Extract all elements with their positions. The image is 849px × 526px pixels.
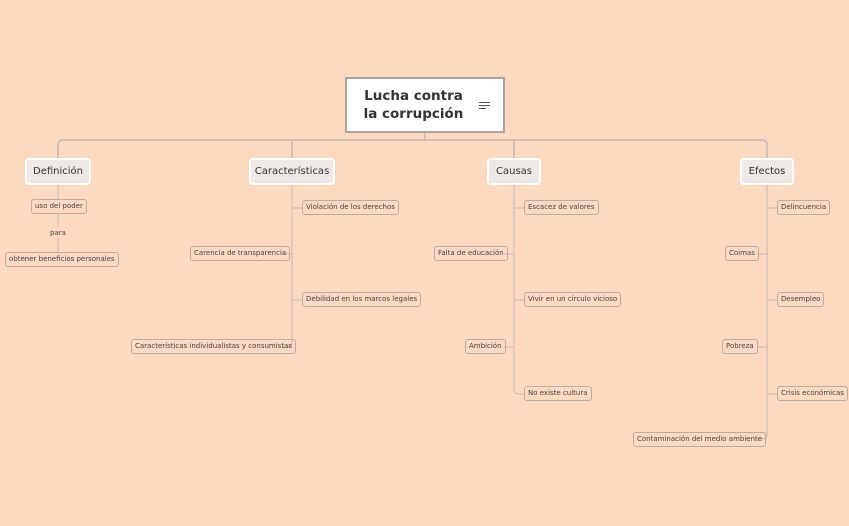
- central-topic[interactable]: Lucha contra la corrupción: [345, 77, 505, 133]
- efectos-item-desempleo[interactable]: Desempleo: [777, 292, 825, 307]
- definicion-item-uso-del-poder[interactable]: uso del poder: [31, 199, 87, 214]
- efectos-item-delincuencia[interactable]: Delincuencia: [777, 200, 831, 215]
- efectos-item-pobreza[interactable]: Pobreza: [722, 339, 758, 354]
- caracteristicas-item-individualistas[interactable]: Características individualistas y consum…: [131, 339, 296, 354]
- efectos-item-crisis-economicas[interactable]: Crisis económicas: [777, 386, 848, 401]
- causas-item-circulo-vicioso[interactable]: Vivir en un círculo vicioso: [524, 292, 622, 307]
- branch-efectos[interactable]: Efectos: [740, 158, 794, 185]
- branch-definicion[interactable]: Definición: [25, 158, 91, 185]
- branch-causas[interactable]: Causas: [487, 158, 541, 185]
- caracteristicas-item-marcos-legales[interactable]: Debilidad en los marcos legales: [302, 292, 422, 307]
- efectos-item-coimas[interactable]: Coimas: [725, 246, 759, 261]
- causas-item-falta-educacion[interactable]: Falta de educación: [434, 246, 508, 261]
- causas-item-no-existe-cultura[interactable]: No existe cultura: [524, 386, 592, 401]
- efectos-item-contaminacion[interactable]: Contaminación del medio ambiente: [633, 432, 767, 447]
- central-topic-title: Lucha contra la corrupción: [363, 88, 464, 122]
- caracteristicas-item-violacion[interactable]: Violación de los derechos: [302, 200, 399, 215]
- branch-caracteristicas[interactable]: Características: [249, 158, 335, 185]
- definicion-item-obtener-beneficios[interactable]: obtener beneficios personales: [5, 252, 119, 267]
- caracteristicas-item-transparencia[interactable]: Carencia de transparencia: [190, 246, 291, 261]
- causas-item-escacez-valores[interactable]: Escacez de valores: [524, 200, 599, 215]
- definicion-connector-para: para: [50, 229, 66, 237]
- causas-item-ambicion[interactable]: Ambición: [465, 339, 506, 354]
- menu-lines-icon[interactable]: [478, 101, 490, 110]
